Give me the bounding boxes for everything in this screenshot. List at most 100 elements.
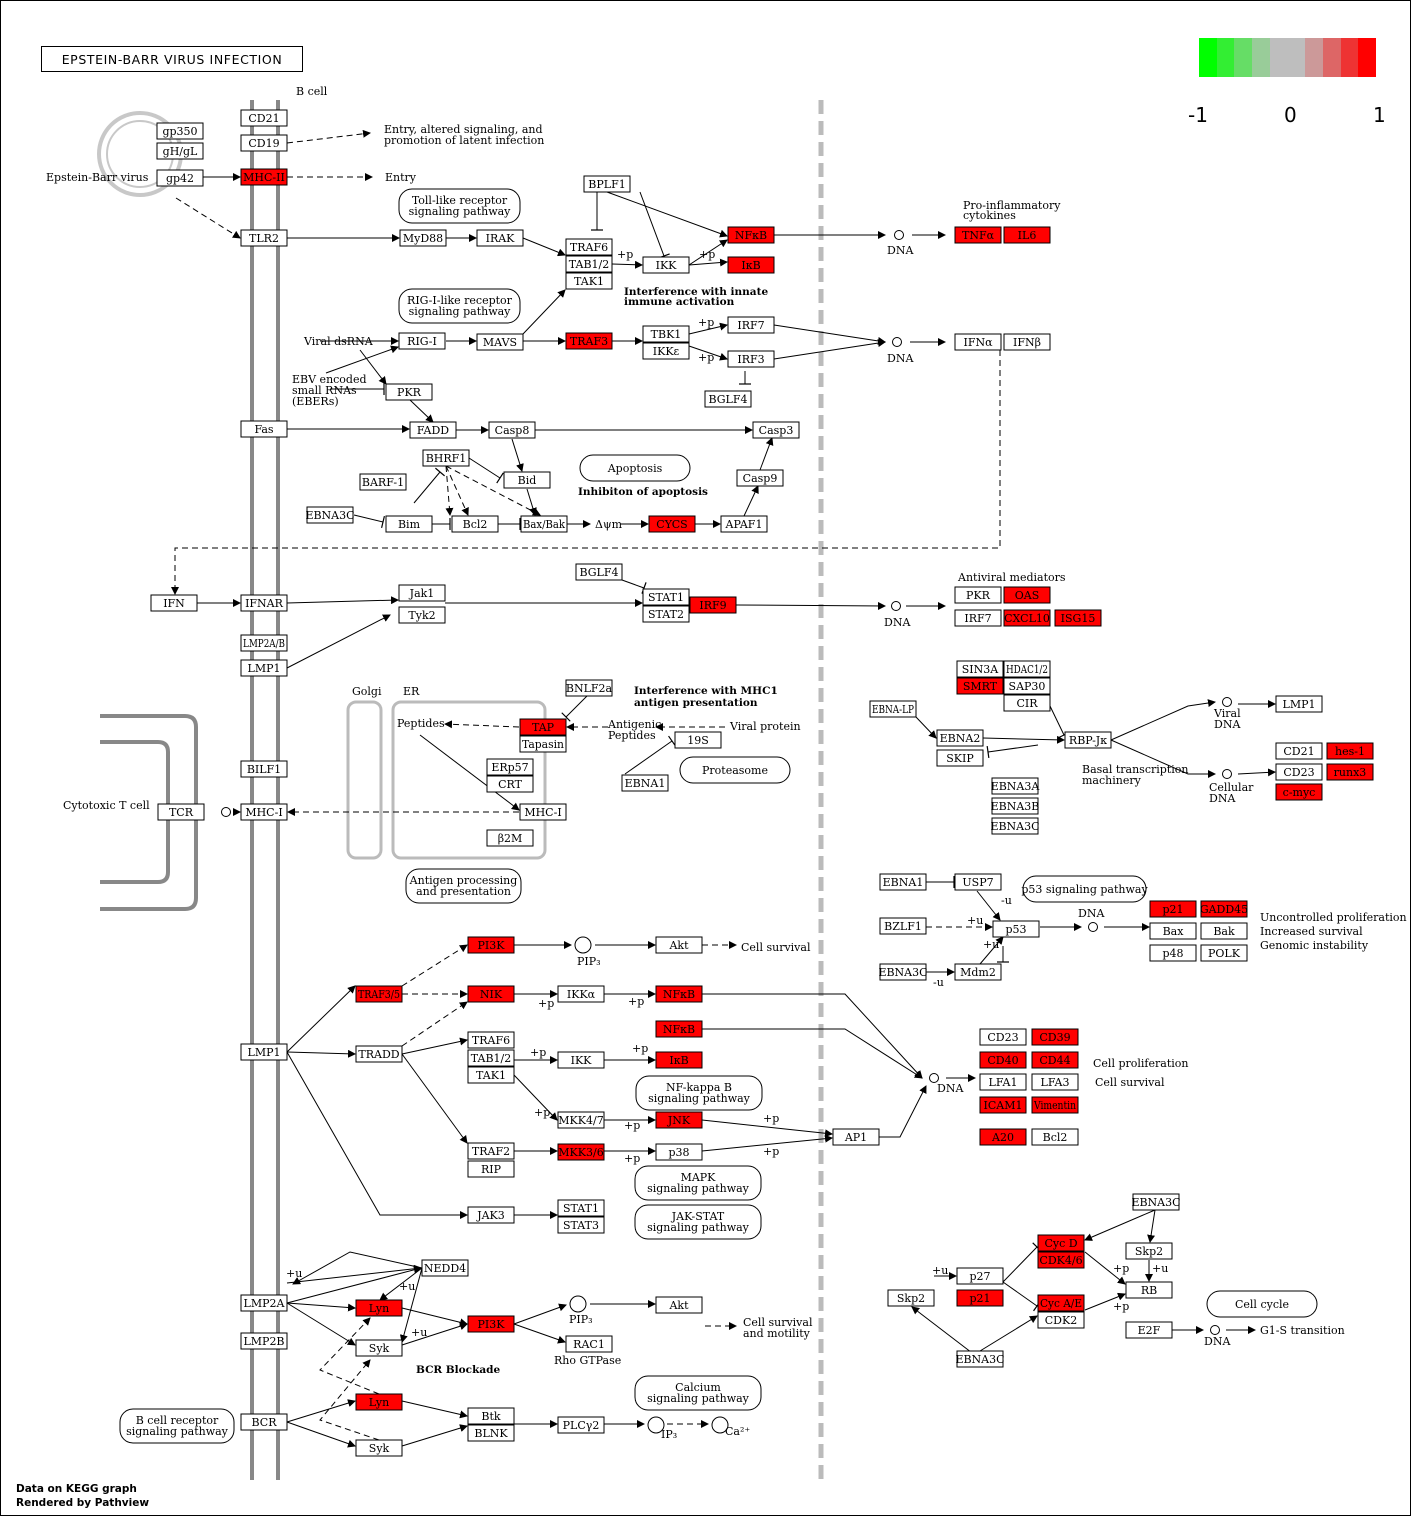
gene-node-ifnar[interactable]: IFNAR (240, 594, 288, 612)
gene-node-traf2[interactable]: TRAF2 (467, 1142, 515, 1160)
gene-node-tlr2[interactable]: TLR2 (240, 229, 288, 247)
gene-node-apaf1[interactable]: APAF1 (720, 515, 768, 533)
gene-node-19s[interactable]: 19S (674, 731, 722, 749)
gene-node-lmp2a[interactable]: LMP2A (240, 1294, 288, 1312)
gene-node-skp2[interactable]: Skp2 (1125, 1242, 1173, 1260)
gene-node-ebna3c[interactable]: EBNA3C (305, 506, 355, 524)
gene-node-mhc-i[interactable]: MHC-I (240, 803, 288, 821)
gene-node-irf7[interactable]: IRF7 (727, 316, 775, 334)
gene-node-fadd[interactable]: FADD (409, 421, 457, 439)
gene-node-bim[interactable]: Bim (385, 515, 433, 533)
gene-node-runx3[interactable]: runx3 (1326, 763, 1374, 781)
gene-node-cir[interactable]: CIR (1003, 694, 1051, 712)
gene-node-mavs[interactable]: MAVS (476, 333, 524, 351)
gene-node-usp7[interactable]: USP7 (954, 873, 1002, 891)
gene-node-irf7[interactable]: IRF7 (954, 609, 1002, 627)
gene-node-bax-bak[interactable]: Bax/Bak (520, 515, 568, 533)
gene-node-traf6[interactable]: TRAF6 (467, 1031, 515, 1049)
gene-node-cdk4-6[interactable]: CDK4/6 (1037, 1251, 1085, 1269)
gene-node-mhc-i[interactable]: MHC-I (519, 803, 567, 821)
gene-node-tnf[interactable]: TNFα (954, 226, 1002, 244)
gene-node-bhrf1[interactable]: BHRF1 (422, 449, 470, 467)
gene-node-gadd45[interactable]: GADD45 (1200, 900, 1248, 918)
gene-node-mkk4-7[interactable]: MKK4/7 (557, 1111, 605, 1129)
gene-node-rip[interactable]: RIP (467, 1160, 515, 1178)
gene-node-mdm2[interactable]: Mdm2 (954, 963, 1002, 981)
gene-node-akt[interactable]: Akt (655, 1296, 703, 1314)
gene-node-stat3[interactable]: STAT3 (557, 1216, 605, 1234)
gene-node-lyn[interactable]: Lyn (355, 1299, 403, 1317)
gene-node-stat1[interactable]: STAT1 (557, 1199, 605, 1217)
gene-node-bilf1[interactable]: BILF1 (240, 760, 288, 778)
gene-node-gp42[interactable]: gp42 (156, 169, 204, 187)
gene-node-pi3k[interactable]: PI3K (467, 1315, 515, 1333)
gene-node-lmp1[interactable]: LMP1 (1275, 695, 1323, 713)
gene-node-pkr[interactable]: PKR (954, 586, 1002, 604)
gene-node-traf3-5[interactable]: TRAF3/5 (355, 985, 403, 1003)
gene-node-ebna-lp[interactable]: EBNA-LP (869, 700, 917, 718)
gene-node-akt[interactable]: Akt (655, 936, 703, 954)
gene-node-ikk[interactable]: IKKα (557, 985, 605, 1003)
gene-node-cd44[interactable]: CD44 (1031, 1051, 1079, 1069)
gene-node-nf-b[interactable]: NFκB (655, 985, 703, 1003)
gene-node-p53[interactable]: p53 (992, 920, 1040, 938)
gene-node-nik[interactable]: NIK (467, 985, 515, 1003)
gene-node-bzlf1[interactable]: BZLF1 (879, 917, 927, 935)
gene-node-bid[interactable]: Bid (503, 471, 551, 489)
gene-node-tap[interactable]: TAP (519, 718, 567, 736)
gene-node-p38[interactable]: p38 (655, 1143, 703, 1161)
gene-node-bcr[interactable]: BCR (240, 1413, 288, 1431)
gene-node-pi3k[interactable]: PI3K (467, 936, 515, 954)
gene-node-cxcl10[interactable]: CXCL10 (1003, 609, 1051, 627)
gene-node-ifn[interactable]: IFNα (954, 333, 1002, 351)
gene-node-traf3[interactable]: TRAF3 (565, 332, 613, 350)
gene-node-ebna1[interactable]: EBNA1 (879, 873, 927, 891)
gene-node-hdac1-2[interactable]: HDAC1/2 (1003, 660, 1051, 678)
gene-node-lfa1[interactable]: LFA1 (979, 1073, 1027, 1091)
gene-node-bax[interactable]: Bax (1149, 922, 1197, 940)
gene-node-bnlf2a[interactable]: BNLF2a (565, 679, 613, 697)
gene-node-cycs[interactable]: CYCS (648, 515, 696, 533)
gene-node-cd40[interactable]: CD40 (979, 1051, 1027, 1069)
gene-node-i-b[interactable]: IκB (655, 1051, 703, 1069)
gene-node-pkr[interactable]: PKR (385, 383, 433, 401)
gene-node-cdk2[interactable]: CDK2 (1037, 1311, 1085, 1329)
gene-node-stat2[interactable]: STAT2 (642, 605, 690, 623)
gene-node-ebna1[interactable]: EBNA1 (621, 774, 669, 792)
gene-node-casp9[interactable]: Casp9 (736, 469, 784, 487)
gene-node-rac1[interactable]: RAC1 (565, 1335, 613, 1353)
gene-node-tbk1[interactable]: TBK1 (642, 325, 690, 343)
gene-node-ebna3c[interactable]: EBNA3C (990, 817, 1040, 835)
gene-node-sin3a[interactable]: SIN3A (956, 660, 1004, 678)
gene-node-ikk[interactable]: IKK (642, 256, 690, 274)
gene-node-jnk[interactable]: JNK (655, 1111, 703, 1129)
pathway-link-p53-signaling-pathway[interactable]: p53 signaling pathway (1021, 875, 1148, 903)
gene-node-traf6[interactable]: TRAF6 (565, 238, 613, 256)
gene-node-ebna3c[interactable]: EBNA3C (955, 1350, 1005, 1368)
gene-node-i-b[interactable]: IκB (727, 256, 775, 274)
gene-node-lfa3[interactable]: LFA3 (1031, 1073, 1079, 1091)
gene-node-ebna3a[interactable]: EBNA3A (991, 777, 1041, 795)
gene-node-cyc-a-e[interactable]: Cyc A/E (1037, 1294, 1085, 1312)
gene-node-cd39[interactable]: CD39 (1031, 1028, 1079, 1046)
gene-node-ebna3b[interactable]: EBNA3B (991, 797, 1040, 815)
gene-node-irf3[interactable]: IRF3 (727, 350, 775, 368)
gene-node-tab1-2[interactable]: TAB1/2 (565, 255, 613, 273)
gene-node-p21[interactable]: p21 (956, 1289, 1004, 1307)
gene-node-e2f[interactable]: E2F (1125, 1321, 1173, 1339)
gene-node-cd23[interactable]: CD23 (979, 1028, 1027, 1046)
gene-node-tak1[interactable]: TAK1 (467, 1066, 515, 1084)
gene-node-cd23[interactable]: CD23 (1275, 763, 1323, 781)
gene-node-mkk3-6[interactable]: MKK3/6 (557, 1143, 605, 1161)
gene-node-tcr[interactable]: TCR (157, 803, 205, 821)
pathway-link-proteasome[interactable]: Proteasome (679, 756, 791, 784)
gene-node-ebna3c[interactable]: EBNA3C (878, 963, 928, 981)
gene-node-ikk[interactable]: IKKε (642, 342, 690, 360)
gene-node-jak1[interactable]: Jak1 (398, 584, 446, 602)
pathway-link-cell-cycle[interactable]: Cell cycle (1206, 1290, 1318, 1318)
gene-node-cd21[interactable]: CD21 (1275, 742, 1323, 760)
